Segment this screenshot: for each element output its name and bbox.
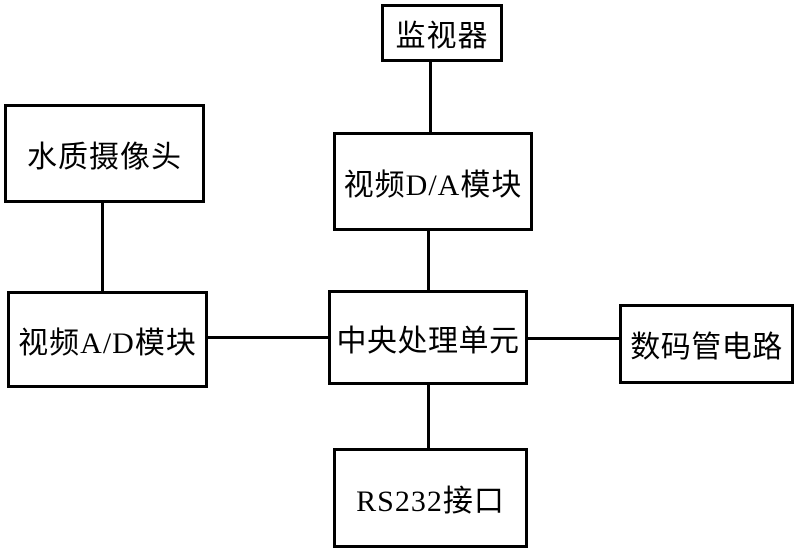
node-rs232-interface: RS232接口 bbox=[333, 448, 528, 548]
connector-video-da-cpu bbox=[427, 230, 430, 291]
connector-cpu-digital-tube bbox=[527, 337, 620, 340]
node-central-processing-unit-label: 中央处理单元 bbox=[336, 324, 520, 358]
node-video-da-module: 视频D/A模块 bbox=[333, 132, 533, 231]
connector-video-ad-cpu bbox=[207, 336, 329, 339]
node-video-ad-module-label: 视频A/D模块 bbox=[18, 326, 197, 360]
node-video-da-module-label: 视频D/A模块 bbox=[343, 168, 523, 202]
node-monitor-label: 监视器 bbox=[395, 20, 489, 53]
node-monitor: 监视器 bbox=[381, 4, 503, 62]
node-video-ad-module: 视频A/D模块 bbox=[7, 291, 208, 388]
node-digital-tube-circuit-label: 数码管电路 bbox=[630, 331, 783, 364]
connector-cpu-rs232 bbox=[427, 384, 430, 449]
node-digital-tube-circuit: 数码管电路 bbox=[619, 304, 794, 384]
node-water-quality-camera-label: 水质摄像头 bbox=[27, 140, 182, 174]
connector-camera-video-ad bbox=[101, 202, 104, 292]
node-water-quality-camera: 水质摄像头 bbox=[4, 104, 205, 203]
node-central-processing-unit: 中央处理单元 bbox=[328, 290, 528, 385]
connector-monitor-video-da bbox=[429, 61, 432, 133]
node-rs232-interface-label: RS232接口 bbox=[356, 485, 505, 518]
